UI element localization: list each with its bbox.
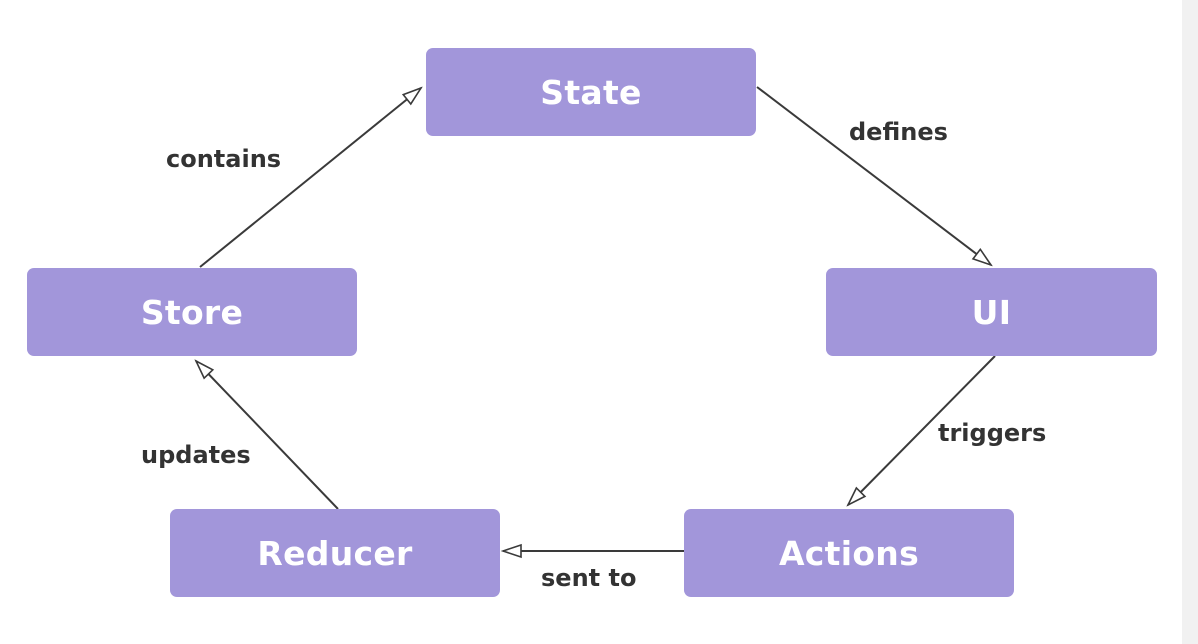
label-defines: defines [849, 118, 948, 146]
edge-reducer-to-store [196, 361, 339, 510]
node-state: State [426, 48, 756, 136]
label-contains: contains [166, 145, 282, 173]
right-edge-strip [1182, 0, 1198, 644]
edge-store-to-state [199, 88, 421, 268]
node-actions: Actions [684, 509, 1014, 597]
label-sent-to: sent to [541, 564, 637, 592]
label-updates: updates [141, 441, 251, 469]
node-ui: UI [826, 268, 1157, 356]
node-reducer: Reducer [170, 509, 500, 597]
label-triggers: triggers [938, 419, 1047, 447]
edge-state-to-ui [756, 86, 991, 265]
node-store: Store [27, 268, 357, 356]
edge-ui-to-actions [848, 355, 996, 505]
